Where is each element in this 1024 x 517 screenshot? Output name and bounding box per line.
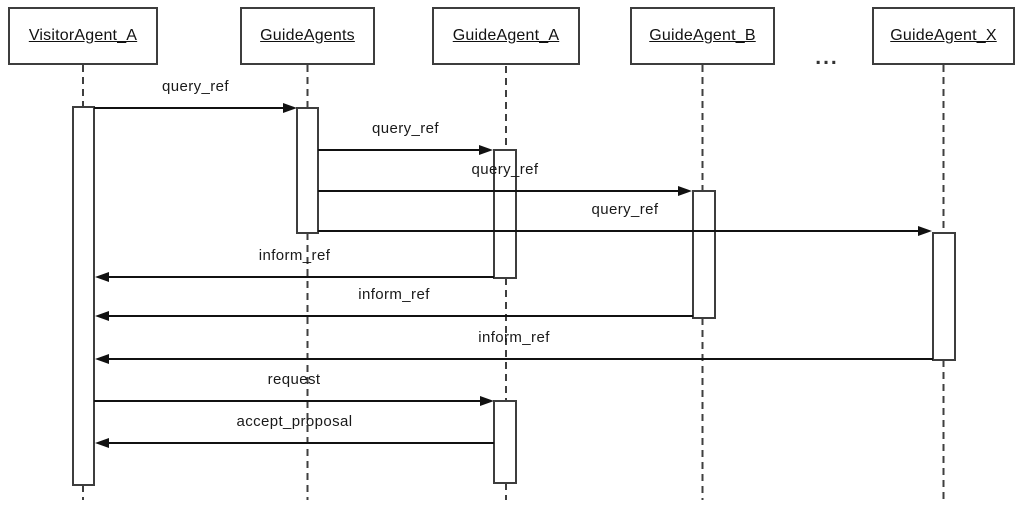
activation-bar: [932, 232, 956, 361]
lifeline-label: GuideAgent_B: [649, 27, 756, 44]
arrowhead-icon: [479, 145, 493, 155]
arrowhead-icon: [95, 438, 109, 448]
arrowhead-icon: [480, 396, 494, 406]
lifeline-head-guide-b: GuideAgent_B: [630, 7, 775, 65]
message-label: inform_ref: [478, 329, 550, 346]
activation-bar: [493, 400, 517, 484]
message-label: query_ref: [372, 120, 439, 137]
message-label: query_ref: [591, 201, 659, 218]
arrowhead-icon: [918, 226, 932, 236]
message-label: request: [267, 371, 321, 388]
message-label: query_ref: [471, 161, 539, 178]
arrowhead-icon: [95, 311, 109, 321]
lifeline-head-guide-a: GuideAgent_A: [432, 7, 580, 65]
lifeline-label: GuideAgent_A: [452, 27, 560, 44]
activation-bar: [296, 107, 319, 234]
activation-bar: [72, 106, 95, 486]
lifeline-label: GuideAgents: [260, 27, 355, 44]
lifeline-head-guide-agents: GuideAgents: [240, 7, 375, 65]
message-label: query_ref: [162, 78, 229, 95]
lifeline-label: GuideAgent_X: [890, 27, 997, 44]
lifeline-head-guide-x: GuideAgent_X: [872, 7, 1015, 65]
message-label: inform_ref: [258, 247, 331, 264]
activation-bar: [493, 149, 517, 279]
arrowhead-icon: [678, 186, 692, 196]
message-label: accept_proposal: [236, 413, 353, 430]
arrowhead-icon: [95, 354, 109, 364]
lifeline-label: VisitorAgent_A: [28, 27, 138, 44]
message-label: inform_ref: [358, 286, 430, 303]
arrowhead-icon: [283, 103, 297, 113]
lifeline-head-visitor-a: VisitorAgent_A: [8, 7, 158, 65]
ellipsis-label: ...: [815, 46, 839, 69]
activation-bar: [692, 190, 716, 319]
arrowhead-icon: [95, 272, 109, 282]
